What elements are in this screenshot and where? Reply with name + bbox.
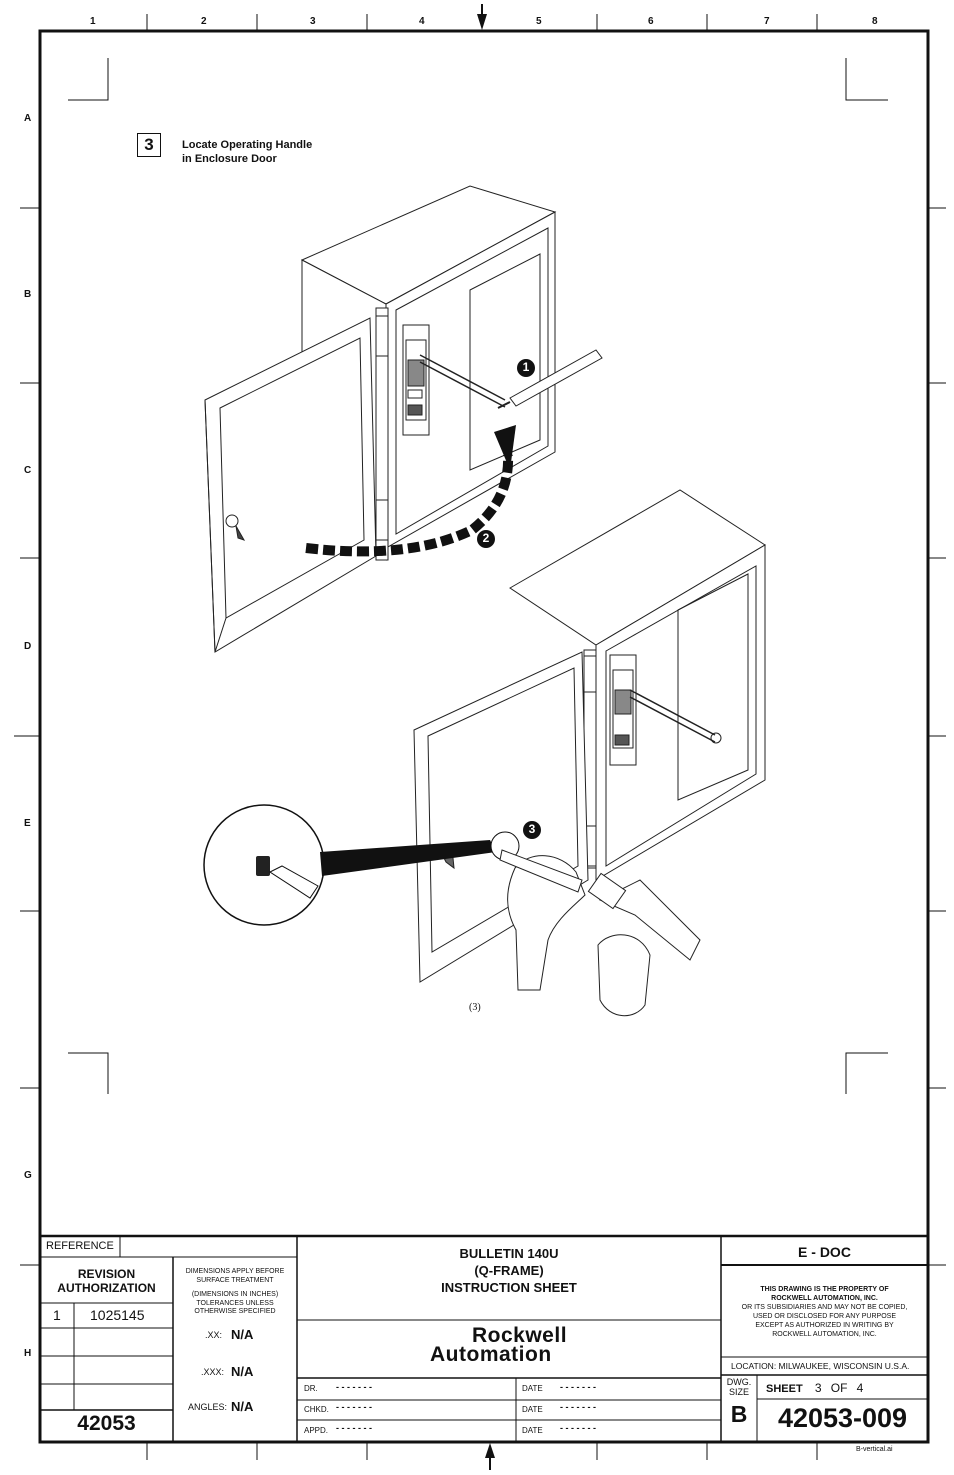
edoc-label: E - DOC bbox=[798, 1244, 851, 1260]
dr-label: DR. bbox=[304, 1384, 318, 1393]
callout-circles bbox=[477, 359, 541, 839]
zone-row-h: H bbox=[24, 1348, 32, 1359]
top-zone-ticks bbox=[146, 14, 818, 31]
chkd-date-value: - - - - - - - bbox=[560, 1402, 596, 1412]
hands-hammer bbox=[499, 849, 701, 1017]
chkd-label: CHKD. bbox=[304, 1405, 329, 1414]
zone-col-4: 4 bbox=[419, 16, 425, 27]
zone-row-d: D bbox=[24, 641, 32, 652]
tol-xxx-value: N/A bbox=[231, 1364, 254, 1379]
appd-date-value: - - - - - - - bbox=[560, 1423, 596, 1433]
step-title-line1: Locate Operating Handle bbox=[182, 139, 313, 151]
zone-col-6: 6 bbox=[648, 16, 654, 27]
zone-row-a: A bbox=[24, 113, 32, 124]
file-name: B-vertical.ai bbox=[856, 1446, 893, 1453]
callout-1: 1 bbox=[522, 360, 530, 374]
bottom-zone-ticks bbox=[146, 1442, 818, 1460]
door-upper bbox=[204, 317, 377, 653]
sheet-info: SHEET 3 OF 4 bbox=[766, 1381, 864, 1395]
part-number: 42053 bbox=[77, 1412, 136, 1435]
crop-marks bbox=[68, 58, 888, 1094]
tol-xx-label: .XX: bbox=[205, 1330, 223, 1340]
drawing-number: 42053-009 bbox=[777, 1403, 908, 1433]
zone-col-8: 8 bbox=[872, 16, 878, 27]
zone-col-5: 5 bbox=[536, 16, 542, 27]
revision-authorization: REVISION AUTHORIZATION bbox=[57, 1267, 156, 1295]
location: LOCATION: MILWAUKEE, WISCONSIN U.S.A. bbox=[731, 1361, 910, 1371]
tol-xxx-label: .XXX: bbox=[201, 1367, 225, 1377]
detail-magnifier bbox=[203, 804, 520, 926]
dwg-size-value: B bbox=[730, 1401, 748, 1427]
appd-value: - - - - - - - bbox=[336, 1423, 372, 1433]
zone-row-e: E bbox=[24, 818, 31, 829]
zone-row-c: C bbox=[24, 465, 32, 476]
document-title: BULLETIN 140U (Q-FRAME) INSTRUCTION SHEE… bbox=[441, 1246, 577, 1295]
brand-logo: Rockwell Automation bbox=[430, 1324, 568, 1366]
door-lower bbox=[413, 651, 589, 983]
dwg-size-label: DWG. SIZE bbox=[726, 1377, 752, 1397]
dr-date-label: DATE bbox=[522, 1384, 543, 1393]
appd-label: APPD. bbox=[304, 1426, 329, 1435]
property-notice: THIS DRAWING IS THE PROPERTY OF ROCKWELL… bbox=[741, 1286, 908, 1338]
zone-col-3: 3 bbox=[310, 16, 316, 27]
rotation-arrow bbox=[305, 425, 516, 557]
dr-date-value: - - - - - - - bbox=[560, 1382, 596, 1392]
zone-col-1: 1 bbox=[90, 16, 96, 27]
zone-col-7: 7 bbox=[764, 16, 770, 27]
step-number-box: 3 bbox=[137, 133, 161, 157]
title-block-grid bbox=[40, 1234, 928, 1442]
tol-xx-value: N/A bbox=[231, 1327, 254, 1342]
appd-date-label: DATE bbox=[522, 1426, 543, 1435]
dimensions-note: DIMENSIONS APPLY BEFORE SURFACE TREATMEN… bbox=[185, 1268, 285, 1315]
revision-number: 1 bbox=[53, 1307, 61, 1323]
dr-value: - - - - - - - bbox=[336, 1382, 372, 1392]
revision-value: 1025145 bbox=[90, 1307, 145, 1323]
reference-label: REFERENCE bbox=[46, 1240, 114, 1252]
step-title-line2: in Enclosure Door bbox=[182, 153, 277, 165]
zone-row-b: B bbox=[24, 289, 32, 300]
zone-row-g: G bbox=[24, 1170, 32, 1181]
tol-angles-label: ANGLES: bbox=[188, 1402, 228, 1412]
tol-angles-value: N/A bbox=[231, 1399, 254, 1414]
center-arrow-top bbox=[477, 4, 487, 30]
chkd-date-label: DATE bbox=[522, 1405, 543, 1414]
zone-col-2: 2 bbox=[201, 16, 207, 27]
side-zone-ticks bbox=[14, 207, 946, 1266]
callout-3: 3 bbox=[528, 822, 536, 836]
chkd-value: - - - - - - - bbox=[336, 1402, 372, 1412]
enclosure-lower bbox=[509, 489, 766, 881]
callout-2: 2 bbox=[482, 531, 490, 545]
figure-label: (3) bbox=[469, 1002, 481, 1013]
center-arrow-bottom bbox=[485, 1443, 495, 1470]
